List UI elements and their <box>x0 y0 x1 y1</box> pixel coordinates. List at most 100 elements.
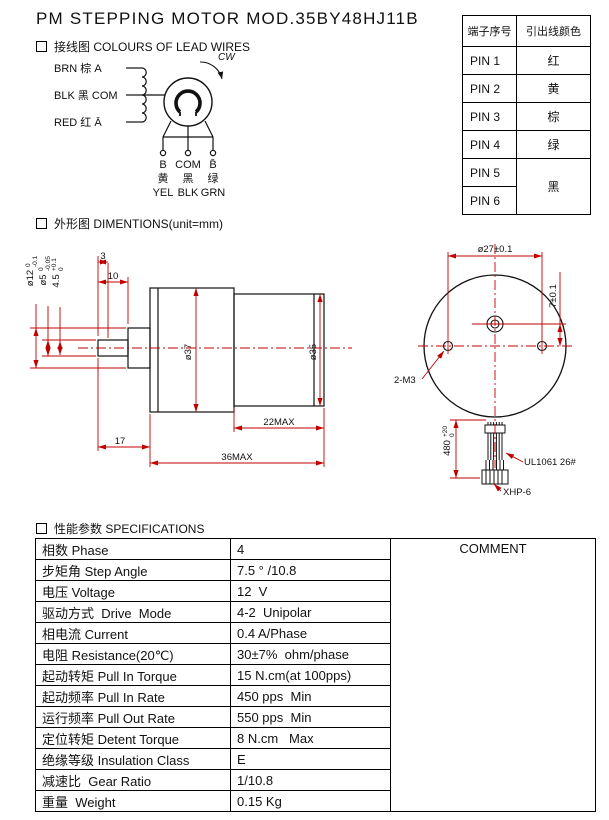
dim-dia12-sup: 0 <box>25 263 32 267</box>
spec-name: 绝缘等级 Insulation Class <box>35 748 231 770</box>
spec-name: 电阻 Resistance(20℃) <box>35 643 231 665</box>
terminal-pin-label: COM <box>175 159 201 171</box>
table-row: 重量 Weight 0.15 Kg <box>35 790 596 812</box>
spec-name: 定位转矩 Detent Torque <box>35 727 231 749</box>
pin-cell: PIN 3 <box>462 102 517 131</box>
spec-value: 12 V <box>230 580 391 602</box>
spec-value: 550 pps Min <box>230 706 391 728</box>
lead-label-abar: RED 红 Ā <box>54 116 102 129</box>
terminal-wires <box>159 120 217 157</box>
motor-symbol <box>163 77 213 127</box>
section-title: 性能参数 SPECIFICATIONS <box>54 522 205 536</box>
pin-table: 端子序号 引出线颜色 PIN 1 红 PIN 2 黄 PIN 3 棕 PIN 4… <box>462 15 591 215</box>
spec-name: 电压 Voltage <box>35 580 231 602</box>
dim-17: 17 <box>115 436 126 447</box>
color-cell: 绿 <box>516 130 591 159</box>
dim-wire-main: 480 <box>442 440 453 456</box>
checkbox-icon <box>36 41 47 52</box>
table-row: 驱动方式 Drive Mode 4-2 Unipolar <box>35 601 596 623</box>
spec-value: E <box>230 748 391 770</box>
connector-label: XHP-6 <box>503 487 531 498</box>
mounting-holes-label: 2-M3 <box>394 375 416 386</box>
dim-dia12-main: ø12 <box>25 270 36 286</box>
spec-name: 相数 Phase <box>35 538 231 560</box>
color-header: 引出线颜色 <box>516 15 591 47</box>
color-cell: 黑 <box>516 158 591 215</box>
spec-value: 1/10.8 <box>230 769 391 791</box>
dim-offset7: 7±0.1 <box>548 284 559 308</box>
dim-dia12: ø12 0 -0.1 <box>25 255 39 286</box>
dim-dia5-sub: -0.05 <box>45 256 52 271</box>
dim-offset7-main: 7±0.1 <box>548 284 559 308</box>
terminal-en-label: BLK <box>178 187 199 199</box>
spec-comment-header: COMMENT <box>390 538 596 812</box>
side-dimension-lines <box>30 256 352 467</box>
terminal-labels: B COM B̄ 黄 黑 绿 YEL BLK GRN <box>153 158 226 199</box>
dim-45-sup: +0.1 <box>51 258 58 271</box>
spec-value: 8 N.cm Max <box>230 727 391 749</box>
spec-name: 起动频率 Pull In Rate <box>35 685 231 707</box>
table-row: 定位转矩 Detent Torque 8 N.cm Max <box>35 727 596 749</box>
spec-name: 减速比 Gear Ratio <box>35 769 231 791</box>
color-cell: 黄 <box>516 74 591 103</box>
terminal-cn-label: 黑 <box>183 172 194 185</box>
dimension-drawing: 3 10 ø12 0 -0.1 ø5 0 -0.05 4.5 +0.1 0 ø3… <box>25 244 576 498</box>
terminal-pin-label: B̄ <box>209 158 216 171</box>
spec-name: 驱动方式 Drive Mode <box>35 601 231 623</box>
terminal-pin-label: B <box>159 159 166 171</box>
spec-name: 步矩角 Step Angle <box>35 559 231 581</box>
dim-dia35: ø35 <box>308 344 319 360</box>
pin-table-header: 端子序号 引出线颜色 <box>462 15 591 47</box>
section-specs-header: 性能参数 SPECIFICATIONS <box>36 520 204 537</box>
spec-value: 0.4 A/Phase <box>230 622 391 644</box>
dim-36max: 36MAX <box>221 452 253 463</box>
section-wiring-header: 接线图 COLOURS OF LEAD WIRES <box>36 38 250 55</box>
dim-45: 4.5 +0.1 0 <box>51 258 65 288</box>
dim-dia37: ø37 <box>183 344 194 360</box>
spec-name: 运行频率 Pull Out Rate <box>35 706 231 728</box>
pin-cell: PIN 2 <box>462 74 517 103</box>
table-row: 减速比 Gear Ratio 1/10.8 <box>35 769 596 791</box>
front-dimension-lines <box>418 244 572 492</box>
dim-wire-sub: 0 <box>449 433 456 437</box>
table-row: PIN 1 红 <box>462 46 591 75</box>
checkbox-icon <box>36 523 47 534</box>
cw-rotation-arrow-icon <box>199 61 224 80</box>
dim-dia12-sub: -0.1 <box>32 255 39 267</box>
spec-value: 30±7% ohm/phase <box>230 643 391 665</box>
spec-name: 相电流 Current <box>35 622 231 644</box>
table-row: 运行频率 Pull Out Rate 550 pps Min <box>35 706 596 728</box>
cw-label: CW <box>218 52 236 63</box>
table-row: PIN 4 绿 <box>462 130 591 159</box>
spec-value: 0.15 Kg <box>230 790 391 812</box>
section-title: 外形图 DIMENTIONS(unit=mm) <box>54 217 224 231</box>
dim-wire-sup: +20 <box>442 426 449 437</box>
section-dimensions-header: 外形图 DIMENTIONS(unit=mm) <box>36 215 223 232</box>
motor-side-view <box>97 287 325 413</box>
spec-value: 7.5 ° /10.8 <box>230 559 391 581</box>
table-row: PIN 5 黑 <box>462 158 591 215</box>
wiring-diagram: CW BRN 棕 A BLK 黑 COM RED 红 Ā B COM B̄ 黄 … <box>54 52 236 199</box>
lead-label-com: BLK 黑 COM <box>54 89 118 102</box>
dim-45-sub: 0 <box>58 267 65 271</box>
pin-cell: PIN 4 <box>462 130 517 159</box>
terminal-cn-label: 黄 <box>158 171 169 185</box>
dim-dia35-main: ø35 <box>308 344 319 360</box>
spec-value: 15 N.cm(at 100pps) <box>230 664 391 686</box>
dim-wire-length: 480 +20 0 <box>442 426 456 456</box>
dim-22max: 22MAX <box>263 417 295 428</box>
terminal-cn-label: 绿 <box>208 171 219 185</box>
section-title: 接线图 COLOURS OF LEAD WIRES <box>54 40 251 54</box>
spec-table: 相数 Phase 4 COMMENT 步矩角 Step Angle 7.5 ° … <box>35 538 596 812</box>
color-cell: 红 <box>516 46 591 75</box>
pin-cell: PIN 5 <box>462 158 517 187</box>
table-row: PIN 2 黄 <box>462 74 591 103</box>
table-row: 步矩角 Step Angle 7.5 ° /10.8 <box>35 559 596 581</box>
spec-value: 4-2 Unipolar <box>230 601 391 623</box>
spec-name: 重量 Weight <box>35 790 231 812</box>
dim-dia5: ø5 0 -0.05 <box>38 256 52 286</box>
lead-wires <box>126 67 165 123</box>
lead-label-a: BRN 棕 A <box>54 61 102 75</box>
terminal-en-label: YEL <box>153 187 174 199</box>
dim-dia37-main: ø37 <box>183 344 194 360</box>
